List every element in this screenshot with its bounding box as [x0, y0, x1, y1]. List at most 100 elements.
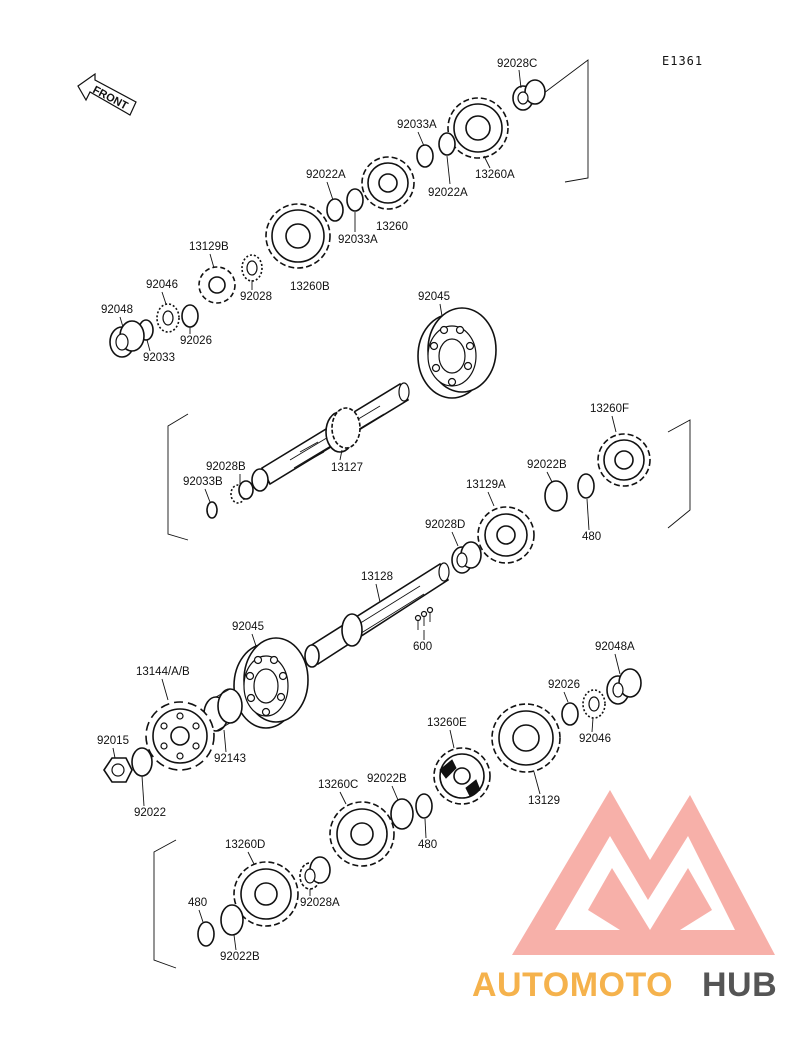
label-92026-top: 92026 [180, 335, 212, 347]
leader-13144 [161, 678, 169, 701]
label-13129: 13129 [528, 795, 560, 807]
leader-92048 [119, 316, 124, 328]
watermark-brand-part2: HUB [702, 966, 777, 1004]
label-92028A: 92028A [300, 897, 340, 909]
bearing-92028 [241, 254, 263, 282]
bearing-92046-mid [582, 689, 606, 719]
washer-92022B-bottom [220, 904, 244, 936]
label-92033A-top: 92033A [397, 119, 437, 131]
washer-92022A-left [326, 198, 344, 222]
label-13128: 13128 [361, 571, 393, 583]
leader-92033B [204, 488, 211, 503]
label-92022B-bottom: 92022B [220, 951, 260, 963]
washer-92026-top [181, 304, 199, 328]
label-92028D: 92028D [425, 519, 465, 531]
leader-92022A-left [326, 181, 334, 201]
watermark-logo: AUTOMOTO HUB [472, 790, 777, 1004]
label-13127: 13127 [331, 462, 363, 474]
label-13260B: 13260B [290, 281, 330, 293]
washer-92022A-right [438, 132, 456, 156]
shaft-13127 [251, 382, 410, 492]
label-13260: 13260 [376, 221, 408, 233]
label-92033A-bottom: 92033A [338, 234, 378, 246]
label-92046-top: 92046 [146, 279, 178, 291]
label-13129A: 13129A [466, 479, 506, 491]
gear-13260F [597, 433, 651, 487]
label-92022B-mid: 92022B [367, 773, 407, 785]
label-480-mid: 480 [418, 839, 437, 851]
label-92026-mid: 92026 [548, 679, 580, 691]
leader-92033A-top [417, 131, 425, 147]
leader-13260E [449, 729, 455, 749]
leader-92022A-right [446, 155, 451, 185]
gear-13129A [477, 506, 535, 564]
washer-92026-mid [561, 702, 579, 726]
shaft-13128 [304, 562, 450, 668]
label-92033: 92033 [143, 352, 175, 364]
circlip-480-mid [415, 793, 433, 819]
bushing-92048 [109, 320, 145, 358]
circlip-480-top [577, 473, 595, 499]
leader-13260F [611, 415, 617, 433]
label-92022A-left: 92022A [306, 169, 346, 181]
leader-13127 [339, 449, 343, 461]
label-92022: 92022 [134, 807, 166, 819]
watermark-brand-part1: AUTOMOTO [472, 966, 673, 1004]
leader-480-mid [424, 818, 427, 839]
label-92022B-top: 92022B [527, 459, 567, 471]
bracket-top [539, 59, 589, 183]
gear-13260 [361, 156, 415, 210]
gear-13129B [198, 266, 236, 304]
label-92143: 92143 [214, 753, 246, 765]
washer-92022B-top [544, 480, 568, 512]
front-arrow-icon: FRONT [77, 72, 137, 116]
leader-92143 [223, 729, 227, 753]
leader-92028C [518, 69, 522, 89]
leader-92028D [451, 531, 459, 547]
label-13260A: 13260A [475, 169, 515, 181]
circlip-92033A-top [416, 144, 434, 168]
bushing-92028C [512, 79, 546, 111]
label-13260D: 13260D [225, 839, 265, 851]
label-92045-top: 92045 [418, 291, 450, 303]
leader-92045-mid [251, 633, 257, 647]
leader-92015 [112, 747, 116, 759]
leader-480-top [586, 498, 590, 531]
leader-13260C [339, 791, 347, 805]
leader-13129B [209, 253, 215, 269]
sprocket-13144 [145, 701, 215, 771]
label-92028C: 92028C [497, 58, 537, 70]
label-13144: 13144/A/B [136, 666, 190, 678]
leader-13260D [247, 851, 255, 865]
gear-13260D [233, 861, 299, 927]
bushing-92028A [299, 856, 331, 890]
bushing-92028D [451, 541, 482, 574]
label-92028B: 92028B [206, 461, 246, 473]
leader-92022B-bottom [233, 934, 237, 951]
leader-92033 [146, 339, 151, 352]
leader-13128 [375, 583, 381, 603]
bearing-92028B [230, 480, 254, 504]
bracket-right-13260F [667, 419, 691, 529]
circlip-92033A-bottom [346, 188, 364, 212]
ball-bearing-92045-top [417, 307, 497, 399]
leader-92022B-top [546, 471, 553, 483]
label-92028: 92028 [240, 291, 272, 303]
bracket-left-bottom [153, 839, 177, 969]
label-480-bottom: 480 [188, 897, 207, 909]
label-92033B: 92033B [183, 476, 223, 488]
label-600: 600 [413, 641, 432, 653]
gear-13260E [433, 747, 491, 805]
bushing-92048A [606, 668, 642, 705]
leader-13129 [533, 771, 541, 795]
leader-480-bottom [198, 909, 204, 923]
label-13129B: 13129B [189, 241, 229, 253]
label-92045-mid: 92045 [232, 621, 264, 633]
leader-92045-top [439, 303, 443, 317]
label-92048: 92048 [101, 304, 133, 316]
bracket-left-13127 [167, 413, 189, 541]
leader-13260A [483, 155, 491, 169]
nut-92015 [103, 757, 133, 783]
leader-92048A [614, 653, 621, 675]
